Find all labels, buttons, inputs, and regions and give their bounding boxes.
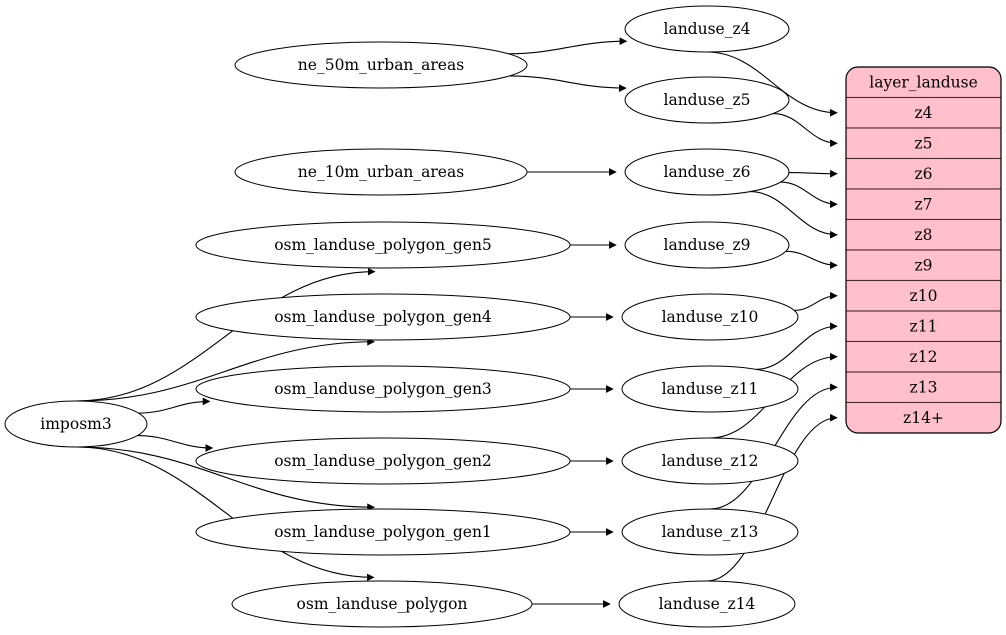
edge-landuse_z5-to-z5 bbox=[773, 112, 838, 148]
node-shape-osm_landuse_polygon bbox=[231, 580, 533, 628]
node-label-osm_landuse_polygon_gen5: osm_landuse_polygon_gen5 bbox=[274, 236, 492, 254]
node-shape-osm_landuse_polygon_gen5 bbox=[195, 221, 571, 269]
node-osm_landuse_polygon_gen3[interactable]: osm_landuse_polygon_gen3 bbox=[195, 365, 571, 413]
node-osm_landuse_polygon_gen4[interactable]: osm_landuse_polygon_gen4 bbox=[195, 293, 571, 341]
node-osm_landuse_polygon_gen2[interactable]: osm_landuse_polygon_gen2 bbox=[195, 437, 571, 485]
table-row-z13[interactable] bbox=[846, 371, 1001, 404]
node-label-osm_landuse_polygon_gen1: osm_landuse_polygon_gen1 bbox=[274, 523, 492, 541]
node-label-landuse_z9: landuse_z9 bbox=[664, 236, 751, 254]
nodes-layer: imposm3 ne_50m_urban_areas ne_10m_urban_ar… bbox=[4, 5, 799, 628]
edge-landuse_z10-to-z10 bbox=[794, 291, 838, 311]
node-label-landuse_z14: landuse_z14 bbox=[659, 595, 756, 613]
edge-imposm3-to-osm_landuse_polygon_gen2 bbox=[137, 435, 214, 452]
table-row-z12-label: z12 bbox=[910, 348, 938, 366]
table-row-z8-label: z8 bbox=[914, 226, 932, 244]
node-shape-osm_landuse_polygon_gen2 bbox=[195, 437, 571, 485]
node-landuse_z14[interactable]: landuse_z14 bbox=[618, 580, 796, 628]
node-landuse_z6[interactable]: landuse_z6 bbox=[624, 148, 790, 196]
node-label-osm_landuse_polygon: osm_landuse_polygon bbox=[297, 595, 468, 613]
node-shape-ne_50m_urban_areas bbox=[234, 41, 528, 89]
node-label-landuse_z4: landuse_z4 bbox=[664, 20, 751, 38]
edge-imposm3-to-osm_landuse_polygon_gen5 bbox=[75, 267, 376, 402]
table-header-layer-landuse-label: layer_landuse bbox=[869, 73, 978, 91]
table-row-z7-label: z7 bbox=[914, 195, 932, 213]
node-shape-imposm3 bbox=[4, 400, 148, 448]
table-row-z10-label: z10 bbox=[910, 287, 938, 305]
node-shape-osm_landuse_polygon_gen3 bbox=[195, 365, 571, 413]
node-label-ne_10m_urban_areas: ne_10m_urban_areas bbox=[298, 163, 464, 181]
node-shape-landuse_z13 bbox=[621, 508, 799, 556]
edge-landuse_z11-to-z11 bbox=[755, 322, 838, 370]
node-label-landuse_z11: landuse_z11 bbox=[662, 380, 759, 398]
edge-imposm3-to-osm_landuse_polygon_gen3 bbox=[138, 397, 211, 414]
table-row-z5-label: z5 bbox=[914, 134, 932, 152]
table-row-z14+-label: z14+ bbox=[903, 409, 944, 427]
node-shape-landuse_z9 bbox=[624, 221, 790, 269]
node-shape-osm_landuse_polygon_gen1 bbox=[195, 508, 571, 556]
node-shape-landuse_z5 bbox=[624, 76, 790, 124]
table-row-z4[interactable] bbox=[846, 96, 1001, 129]
node-shape-landuse_z12 bbox=[621, 437, 799, 485]
table-row-z6-label: z6 bbox=[914, 165, 932, 183]
table-row-z6[interactable] bbox=[846, 157, 1001, 190]
node-ne_50m_urban_areas[interactable]: ne_50m_urban_areas bbox=[234, 41, 528, 89]
edge-landuse_z4-to-z4 bbox=[706, 51, 838, 117]
node-shape-landuse_z14 bbox=[618, 580, 796, 628]
edge-landuse_z6-to-z6 bbox=[788, 169, 838, 178]
node-shape-osm_landuse_polygon_gen4 bbox=[195, 293, 571, 341]
node-landuse_z9[interactable]: landuse_z9 bbox=[624, 221, 790, 269]
node-label-osm_landuse_polygon_gen2: osm_landuse_polygon_gen2 bbox=[274, 452, 492, 470]
edge-landuse_z6-to-z7 bbox=[780, 181, 838, 209]
node-osm_landuse_polygon_gen5[interactable]: osm_landuse_polygon_gen5 bbox=[195, 221, 571, 269]
node-landuse_z5[interactable]: landuse_z5 bbox=[624, 76, 790, 124]
node-shape-landuse_z4 bbox=[624, 5, 790, 53]
table-row-z4-label: z4 bbox=[914, 104, 932, 122]
edge-ne_50m_urban_areas-to-landuse_z5 bbox=[509, 75, 627, 92]
node-label-landuse_z12: landuse_z12 bbox=[662, 452, 759, 470]
edge-landuse_z6-to-z8 bbox=[749, 191, 838, 239]
node-ne_10m_urban_areas[interactable]: ne_10m_urban_areas bbox=[234, 148, 528, 196]
node-landuse_z13[interactable]: landuse_z13 bbox=[621, 508, 799, 556]
edge-imposm3-to-osm_landuse_polygon bbox=[75, 446, 375, 582]
node-label-osm_landuse_polygon_gen4: osm_landuse_polygon_gen4 bbox=[274, 308, 492, 326]
node-label-landuse_z6: landuse_z6 bbox=[664, 163, 751, 181]
edge-ne_50m_urban_areas-to-landuse_z4 bbox=[508, 37, 628, 55]
table-row-z9-label: z9 bbox=[914, 256, 932, 274]
table-row-z14+[interactable] bbox=[846, 401, 1001, 434]
table-row-z12[interactable] bbox=[846, 340, 1001, 373]
node-imposm3[interactable]: imposm3 bbox=[4, 400, 148, 448]
table-node-layer_landuse[interactable] bbox=[845, 66, 1002, 434]
node-shape-landuse_z10 bbox=[621, 293, 799, 341]
table-row-z11-label: z11 bbox=[910, 317, 938, 335]
edge-imposm3-to-osm_landuse_polygon_gen4 bbox=[75, 337, 375, 402]
node-shape-landuse_z11 bbox=[621, 365, 799, 413]
node-landuse_z10[interactable]: landuse_z10 bbox=[621, 293, 799, 341]
node-label-landuse_z13: landuse_z13 bbox=[662, 523, 759, 541]
table-row-z13-label: z13 bbox=[910, 378, 938, 396]
node-label-ne_50m_urban_areas: ne_50m_urban_areas bbox=[298, 56, 464, 74]
node-landuse_z4[interactable]: landuse_z4 bbox=[624, 5, 790, 53]
table-node-layer: layer_landuse z4 z5 z6 z7 z8 z9 z10 z11 z12 z13 z14… bbox=[845, 66, 1002, 434]
edge-landuse_z14-to-z14+ bbox=[706, 413, 838, 582]
node-osm_landuse_polygon[interactable]: osm_landuse_polygon bbox=[231, 580, 533, 628]
node-label-osm_landuse_polygon_gen3: osm_landuse_polygon_gen3 bbox=[274, 380, 492, 398]
edge-imposm3-to-osm_landuse_polygon_gen1 bbox=[75, 446, 375, 512]
node-landuse_z11[interactable]: landuse_z11 bbox=[621, 365, 799, 413]
node-landuse_z12[interactable]: landuse_z12 bbox=[621, 437, 799, 485]
node-shape-ne_10m_urban_areas bbox=[234, 148, 528, 196]
node-label-landuse_z5: landuse_z5 bbox=[664, 91, 751, 109]
node-shape-landuse_z6 bbox=[624, 148, 790, 196]
node-label-imposm3: imposm3 bbox=[40, 415, 111, 433]
node-label-landuse_z10: landuse_z10 bbox=[662, 308, 759, 326]
edge-landuse_z9-to-z9 bbox=[785, 250, 838, 270]
node-osm_landuse_polygon_gen1[interactable]: osm_landuse_polygon_gen1 bbox=[195, 508, 571, 556]
table-row-z9[interactable] bbox=[846, 249, 1001, 282]
